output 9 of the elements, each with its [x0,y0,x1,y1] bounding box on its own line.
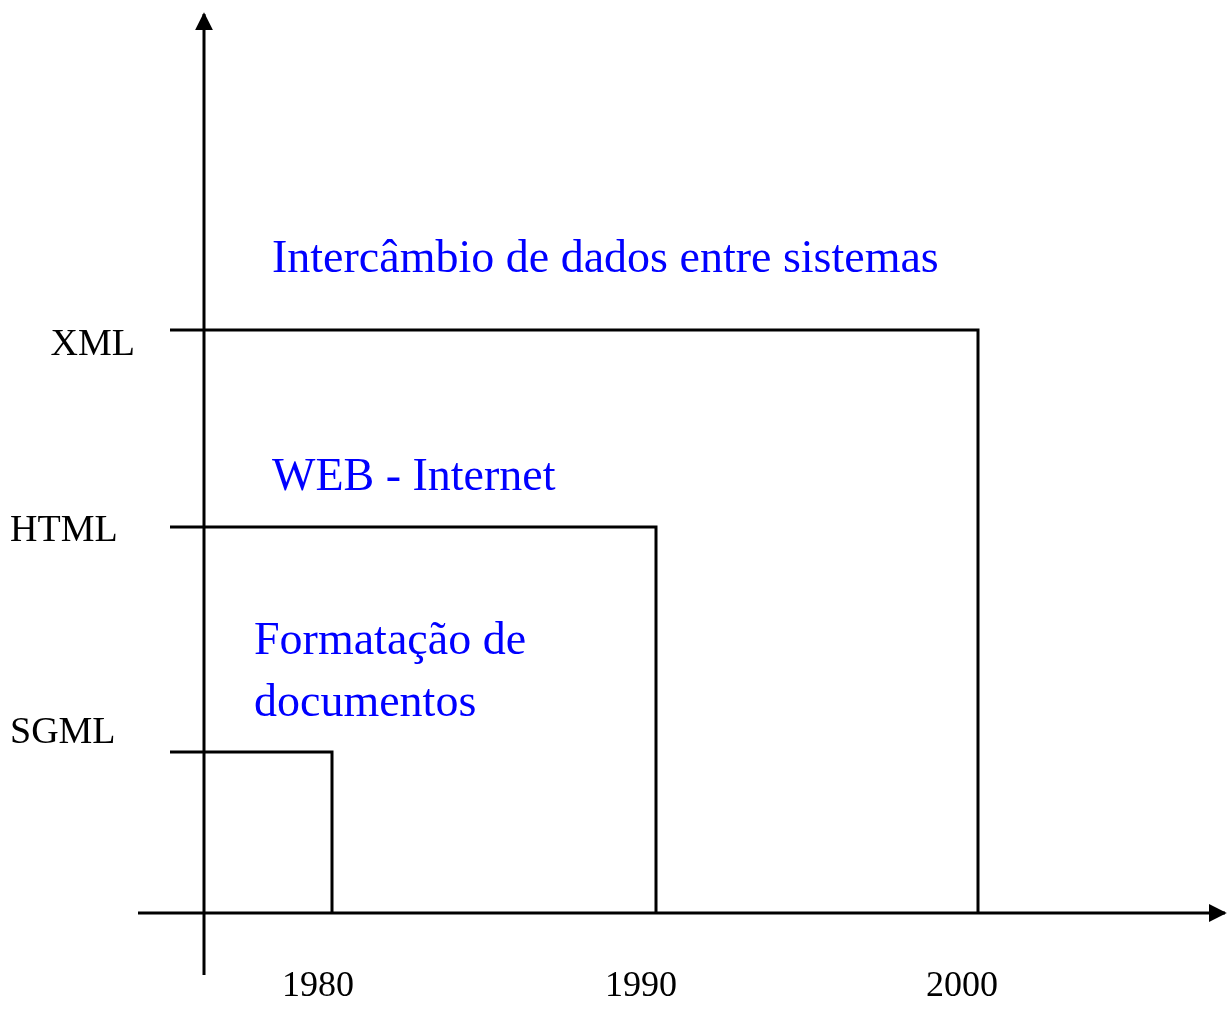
year-label: 1990 [604,965,678,1005]
year-label: 1980 [281,965,355,1005]
year-label: 2000 [925,965,999,1005]
era-label: WEB - Internet [272,450,557,501]
language-label: HTML [10,508,119,550]
language-label: XML [49,322,135,364]
era-label: Intercâmbio de dados entre sistemas [272,232,940,283]
language-label: SGML [10,710,117,752]
era-label: Formatação de documentos [254,612,528,729]
